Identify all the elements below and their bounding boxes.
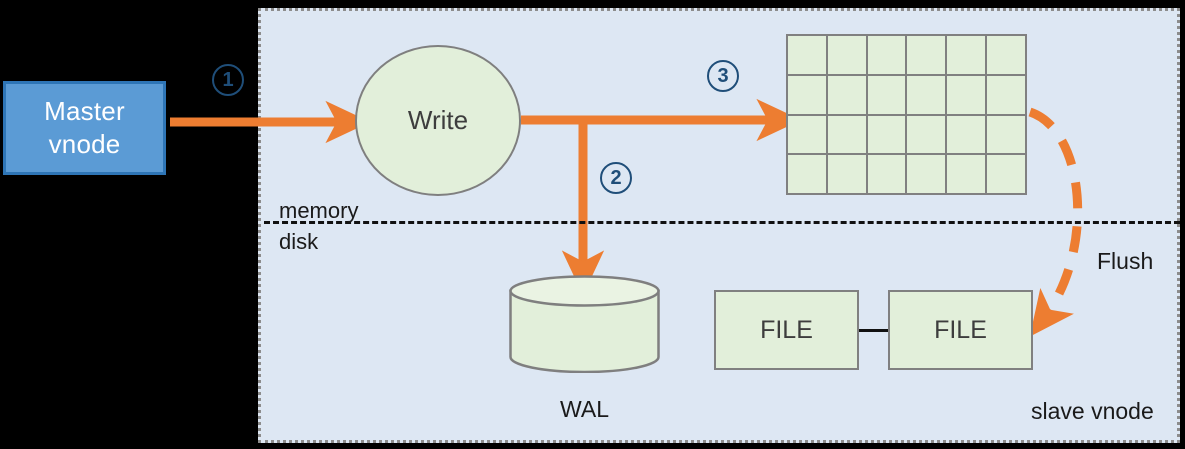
slave-vnode-label: slave vnode <box>1031 398 1154 424</box>
memtable-cell <box>788 115 826 154</box>
memory-label: memory <box>279 198 359 223</box>
file-box-2-label: FILE <box>934 315 987 344</box>
memtable-cell <box>987 36 1025 74</box>
step-marker-2-label: 2 <box>610 166 622 189</box>
wal-cylinder <box>509 275 660 373</box>
step-marker-3: 3 <box>707 60 739 92</box>
file-box-2[interactable]: FILE <box>888 290 1033 370</box>
master-vnode-label-line2: vnode <box>48 129 121 159</box>
memtable-grid <box>786 34 1027 195</box>
file-box-1-label: FILE <box>760 315 813 344</box>
memtable-cell <box>907 75 946 114</box>
wal-cylinder-body <box>509 289 660 373</box>
memtable-cell <box>907 155 946 193</box>
memtable-cell <box>867 75 906 114</box>
memtable-cell <box>947 155 986 193</box>
step-marker-1-label: 1 <box>222 68 234 91</box>
write-node-label: Write <box>407 105 469 135</box>
write-node[interactable]: Write <box>355 45 521 196</box>
file-box-1[interactable]: FILE <box>714 290 859 370</box>
memtable-cell <box>827 36 866 74</box>
memtable-cell <box>867 36 906 74</box>
memtable-cell <box>827 75 866 114</box>
memtable-cell <box>947 115 986 154</box>
memtable-cell <box>907 115 946 154</box>
file-connector-line <box>859 329 888 332</box>
memtable-cell <box>827 115 866 154</box>
memtable-cell <box>788 36 826 74</box>
step-marker-3-label: 3 <box>717 64 729 87</box>
master-vnode-label-line1: Master <box>44 95 125 126</box>
memtable-cell <box>987 75 1025 114</box>
step-marker-1: 1 <box>212 64 244 96</box>
memtable-cell <box>867 155 906 193</box>
memtable-cell <box>947 36 986 74</box>
memtable-cell <box>788 155 826 193</box>
memory-disk-divider <box>264 221 1180 224</box>
wal-label: WAL <box>560 396 609 422</box>
disk-label: disk <box>279 229 319 254</box>
memtable-cell <box>987 115 1025 154</box>
memtable-cell <box>947 75 986 114</box>
memtable-cell <box>788 75 826 114</box>
wal-cylinder-top <box>509 275 660 307</box>
step-marker-2: 2 <box>600 162 632 194</box>
memtable-cell <box>827 155 866 193</box>
flush-label: Flush <box>1097 248 1154 274</box>
master-vnode-box[interactable]: Master vnode <box>3 81 166 175</box>
memtable-cell <box>987 155 1025 193</box>
memtable-cell <box>867 115 906 154</box>
memtable-cell <box>907 36 946 74</box>
